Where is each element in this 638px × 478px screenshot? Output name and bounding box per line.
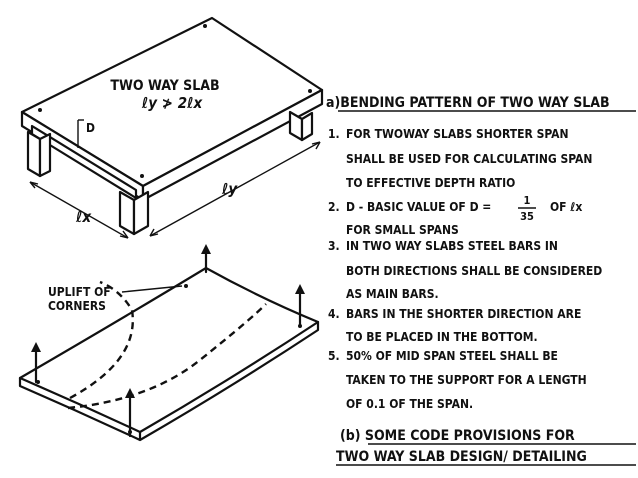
- uplift-arrow: [201, 244, 211, 274]
- note-5-number: 5.: [328, 349, 340, 363]
- yield-line-1: [69, 280, 134, 400]
- section-a-heading: a)BENDING PATTERN OF TWO WAY SLAB: [326, 95, 610, 111]
- corner-dot: [140, 174, 144, 178]
- note-5-line-2: TAKEN TO THE SUPPORT FOR A LENGTH: [346, 373, 587, 387]
- corner-dot: [36, 380, 40, 384]
- two-way-slab-isometric: TWO WAY SLAB ℓy ≯ 2ℓx D ℓx ℓy: [20, 16, 324, 239]
- note-1-line-2: SHALL BE USED FOR CALCULATING SPAN: [346, 152, 592, 166]
- note-1-line-1: FOR TWOWAY SLABS SHORTER SPAN: [346, 127, 569, 141]
- corner-dot: [203, 24, 207, 28]
- note-4-line-2: TO BE PLACED IN THE BOTTOM.: [346, 330, 538, 344]
- deflected-slab-edge: [18, 320, 320, 442]
- section-b-heading-line-2: TWO WAY SLAB DESIGN/ DETAILING: [336, 449, 587, 465]
- lx-label: ℓx: [75, 208, 92, 226]
- uplift-label-line2: CORNERS: [48, 299, 106, 313]
- note-5-line-1: 50% OF MID SPAN STEEL SHALL BE: [346, 349, 558, 363]
- corner-dot: [184, 284, 188, 288]
- note-3-line-3: AS MAIN BARS.: [346, 287, 439, 301]
- corner-dot: [128, 430, 132, 434]
- notes-column: a)BENDING PATTERN OF TWO WAY SLAB 1. FOR…: [326, 95, 636, 466]
- corner-dot: [38, 108, 42, 112]
- depth-label: D: [86, 121, 95, 135]
- uplift-leader-line: [121, 285, 183, 293]
- ly-label: ℓy: [221, 180, 238, 198]
- note-3-line-1: IN TWO WAY SLABS STEEL BARS IN: [346, 239, 558, 253]
- note-5-line-3: OF 0.1 OF THE SPAN.: [346, 397, 473, 411]
- lx-dimension-line: [29, 181, 129, 239]
- note-2-line-1: D - BASIC VALUE OF D =: [346, 200, 491, 214]
- column-right: [288, 110, 314, 142]
- uplift-arrow: [125, 388, 135, 438]
- note-4-number: 4.: [328, 307, 340, 321]
- uplift-arrow: [31, 342, 41, 384]
- corner-dot: [298, 324, 302, 328]
- fraction-denominator: 35: [520, 210, 534, 223]
- note-2-number: 2.: [328, 200, 340, 214]
- column-front-corner: [118, 190, 150, 236]
- corner-dot: [308, 89, 312, 93]
- section-b-heading-line-1: (b) SOME CODE PROVISIONS FOR: [340, 428, 575, 444]
- yield-line-2: [67, 303, 267, 410]
- note-3-line-2: BOTH DIRECTIONS SHALL BE CONSIDERED: [346, 264, 602, 278]
- column-front-left: [26, 130, 52, 178]
- fraction-numerator: 1: [524, 194, 531, 207]
- note-1-number: 1.: [328, 127, 340, 141]
- ly-dimension-line: [149, 141, 321, 237]
- uplift-arrow: [295, 284, 305, 328]
- note-1-line-3: TO EFFECTIVE DEPTH RATIO: [346, 176, 515, 190]
- uplift-label-line1: UPLIFT OF: [48, 285, 111, 299]
- note-3-number: 3.: [328, 239, 340, 253]
- slab-title: TWO WAY SLAB: [110, 78, 219, 94]
- uplift-corners-diagram: UPLIFT OF CORNERS: [18, 244, 320, 442]
- note-2-line-2: FOR SMALL SPANS: [346, 223, 459, 237]
- fraction-tail: OF ℓx: [550, 200, 582, 214]
- note-4-line-1: BARS IN THE SHORTER DIRECTION ARE: [346, 307, 581, 321]
- span-condition: ℓy ≯ 2ℓx: [141, 94, 204, 112]
